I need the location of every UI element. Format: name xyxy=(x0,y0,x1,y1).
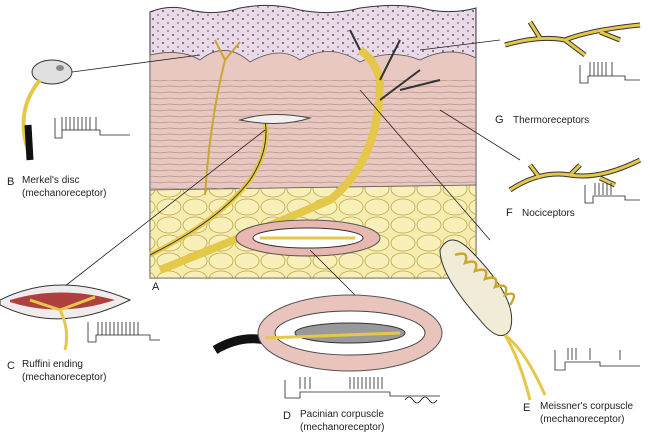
skin-cross-section xyxy=(148,4,477,279)
nociceptors-name: Nociceptors xyxy=(522,208,575,219)
ruffini-label: Ruffini ending (mechanoreceptor) xyxy=(22,358,106,384)
merkel-letter: B xyxy=(7,176,15,188)
ruffini-type: (mechanoreceptor) xyxy=(22,372,107,383)
meissner-type: (mechanoreceptor) xyxy=(540,414,625,425)
thermoreceptors-name: Thermoreceptors xyxy=(513,115,590,126)
epidermis xyxy=(150,5,476,55)
thermoreceptor-illustration xyxy=(504,20,641,84)
merkel-signal-trace xyxy=(54,117,130,139)
merkel-name: Merkel's disc xyxy=(22,175,80,186)
panel-label-a: A xyxy=(152,281,160,293)
meissner-label: Meissner's corpuscle (mechanoreceptor) xyxy=(540,400,633,426)
nociceptor-illustration xyxy=(508,157,642,204)
pacinian-label: Pacinian corpuscle (mechanoreceptor) xyxy=(300,408,384,434)
nociceptors-letter: F xyxy=(506,207,513,219)
meissner-name: Meissner's corpuscle xyxy=(540,401,634,412)
meissner-signal-trace xyxy=(554,348,640,371)
thermoreceptors-letter: G xyxy=(495,114,504,126)
ruffini-in-skin xyxy=(238,113,312,125)
pacinian-type: (mechanoreceptor) xyxy=(300,422,385,433)
ruffini-ending-illustration xyxy=(0,284,160,351)
merkel-type: (mechanoreceptor) xyxy=(22,188,107,199)
meissner-corpuscle-illustration xyxy=(439,239,640,401)
merkel-label: Merkel's disc (mechanoreceptor) xyxy=(22,174,106,200)
pacinian-signal-trace xyxy=(284,377,440,404)
thermoreceptor-signal-trace xyxy=(579,62,640,84)
ruffini-letter: C xyxy=(7,360,15,372)
pacinian-name: Pacinian corpuscle xyxy=(300,409,384,420)
merkel-disc-illustration xyxy=(21,59,130,161)
ruffini-signal-trace xyxy=(87,322,160,343)
meissner-letter: E xyxy=(523,402,531,414)
ruffini-name: Ruffini ending xyxy=(22,359,83,370)
pacinian-letter: D xyxy=(283,410,291,422)
nociceptor-signal-trace xyxy=(584,183,640,204)
pacinian-corpuscle-illustration xyxy=(212,294,443,404)
